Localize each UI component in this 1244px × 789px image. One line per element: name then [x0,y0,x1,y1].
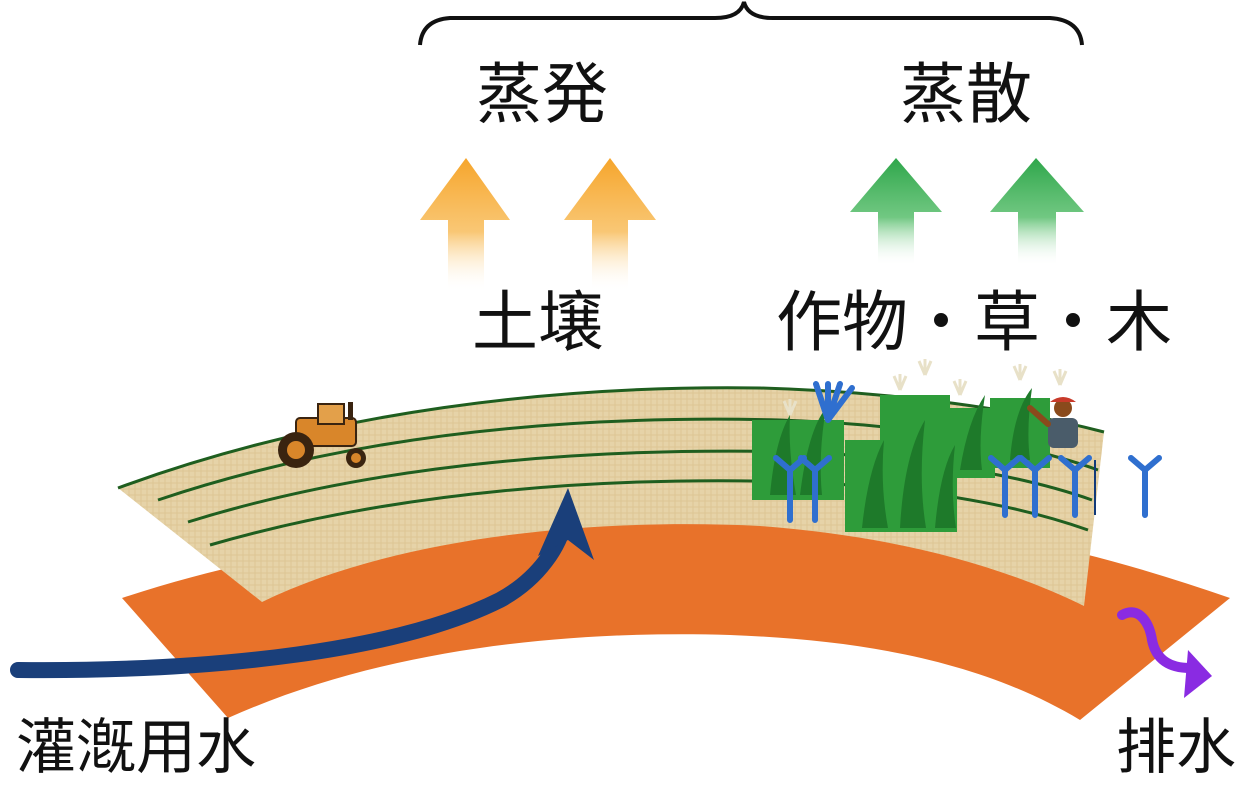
soil-label: 土壌 [472,284,604,361]
vegetation-label: 作物・草・木 [776,284,1172,361]
soil-layer [122,517,1230,720]
evaporation-arrows [420,158,656,292]
drainage-arrow [1117,607,1212,698]
transpiration-label: 蒸散 [900,56,1032,133]
irrigation-arrow [10,488,594,679]
transpiration-arrow-1 [850,158,942,266]
transpiration-arrow-2 [990,158,1084,266]
irrigation-label: 灌漑用水 [16,713,256,783]
evaporation-label: 蒸発 [476,56,608,133]
transpiration-arrows [850,158,1084,266]
farmer-icon [1027,397,1078,448]
tractor-icon [278,402,366,468]
evaporation-arrow-2 [564,158,656,292]
brace-icon [418,1,1084,46]
drainage-label: 排水 [1116,713,1236,783]
corn-crop-icon [752,359,1162,532]
evaporation-arrow-1 [420,158,510,292]
